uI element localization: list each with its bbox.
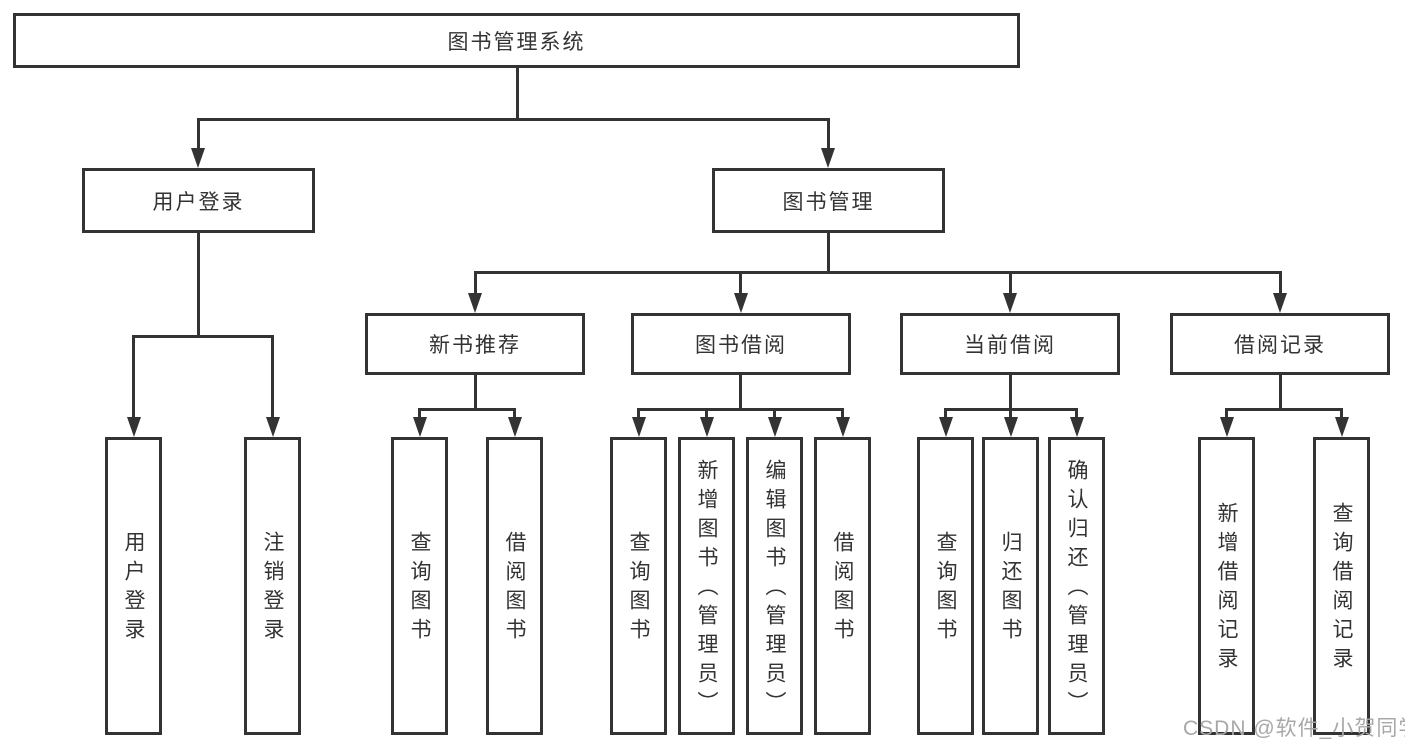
arrow-to-login-leaf — [127, 417, 141, 437]
arrow-current-borrow-leaf1 — [939, 417, 953, 437]
connector-book-mgmt-branch — [474, 271, 1282, 274]
connector-borrow-record-stem — [1279, 375, 1282, 408]
connector-book-borrow-branch — [637, 408, 844, 411]
leaf-borrow-query: 查询图书 — [610, 437, 667, 735]
leaf-borrow-add-admin: 新增图书（管理员） — [678, 437, 735, 735]
connector-to-user-login — [197, 118, 200, 160]
connector-borrow-record-branch — [1225, 408, 1343, 411]
connector-book-borrow-stem — [739, 375, 742, 408]
connector-user-login-stem — [197, 233, 200, 335]
arrow-borrow-record-leaf1 — [1220, 417, 1234, 437]
connector-to-current-borrow — [1009, 271, 1012, 305]
connector-user-login-branch — [132, 335, 274, 338]
node-new-book: 新书推荐 — [365, 313, 585, 375]
arrow-new-book-leaf2 — [508, 417, 522, 437]
arrow-to-user-login — [191, 148, 205, 168]
arrow-to-book-mgmt — [821, 148, 835, 168]
arrow-current-borrow-leaf2 — [1004, 417, 1018, 437]
node-book-mgmt: 图书管理 — [712, 168, 945, 233]
leaf-borrow-edit-admin: 编辑图书（管理员） — [746, 437, 803, 735]
arrow-to-book-borrow — [734, 293, 748, 313]
leaf-new-book-query: 查询图书 — [391, 437, 448, 735]
connector-root-stem — [516, 68, 519, 118]
arrow-to-current-borrow — [1003, 293, 1017, 313]
connector-to-book-mgmt — [827, 118, 830, 160]
connector-root-branch — [197, 118, 829, 121]
connector-to-borrow-record — [1279, 271, 1282, 305]
arrow-to-borrow-record — [1273, 293, 1287, 313]
arrow-new-book-leaf1 — [413, 417, 427, 437]
arrow-book-borrow-leaf2 — [700, 417, 714, 437]
leaf-current-return: 归还图书 — [982, 437, 1039, 735]
connector-current-borrow-stem — [1009, 375, 1012, 408]
connector-new-book-stem — [474, 375, 477, 408]
arrow-current-borrow-leaf3 — [1070, 417, 1084, 437]
connector-book-mgmt-stem — [827, 233, 830, 271]
node-user-login: 用户登录 — [82, 168, 315, 233]
connector-to-book-borrow — [739, 271, 742, 305]
node-borrow-record: 借阅记录 — [1170, 313, 1390, 375]
connector-to-login-leaf — [132, 335, 135, 430]
leaf-current-query: 查询图书 — [917, 437, 974, 735]
arrow-borrow-record-leaf2 — [1335, 417, 1349, 437]
leaf-record-query: 查询借阅记录 — [1313, 437, 1370, 735]
connector-new-book-branch — [418, 408, 516, 411]
leaf-record-add: 新增借阅记录 — [1198, 437, 1255, 735]
arrow-book-borrow-leaf1 — [632, 417, 646, 437]
csdn-watermark: CSDN @软件_小贺同学 — [1183, 717, 1405, 740]
node-current-borrow: 当前借阅 — [900, 313, 1120, 375]
connector-to-new-book — [474, 271, 477, 305]
leaf-user-login: 用户登录 — [105, 437, 162, 735]
leaf-new-book-borrow: 借阅图书 — [486, 437, 543, 735]
connector-to-logout-leaf — [271, 335, 274, 430]
arrow-book-borrow-leaf4 — [836, 417, 850, 437]
leaf-borrow-book: 借阅图书 — [814, 437, 871, 735]
node-book-borrow: 图书借阅 — [631, 313, 851, 375]
leaf-logout: 注销登录 — [244, 437, 301, 735]
arrow-to-new-book — [468, 293, 482, 313]
arrow-book-borrow-leaf3 — [768, 417, 782, 437]
node-root-system: 图书管理系统 — [13, 13, 1020, 68]
leaf-current-confirm-admin: 确认归还（管理员） — [1048, 437, 1105, 735]
arrow-to-logout-leaf — [266, 417, 280, 437]
